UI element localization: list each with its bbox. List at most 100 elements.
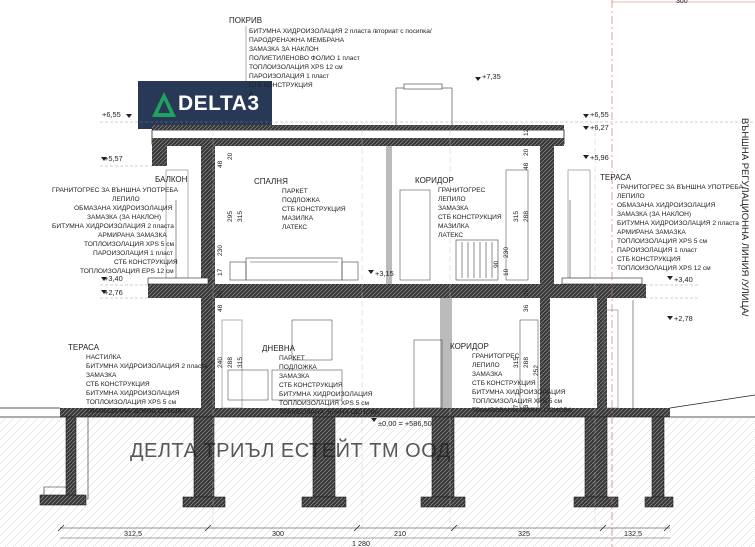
level-top: +7,35 [482,72,501,81]
lower-walls [201,298,607,408]
room-layer: СТБ КОНСТРУКЦИЯ [617,256,681,263]
level-mid-315: +3,15 [375,269,394,278]
vdim: 288 [523,211,530,222]
room-layer: ПАРКЕТ [279,355,305,362]
room-title: ДНЕВНА [262,344,296,353]
bedroom-label: СПАЛНЯ ПАРКЕТ ПОДЛОЖКА СТБ КОНСТРУКЦИЯ М… [254,177,346,231]
room-layer: ТОПЛОИЗОЛАЦИЯ XPS 5 см [617,238,708,245]
level-left-655: +6,55 [102,110,121,119]
room-layer: ТОПЛОИЗОЛАЦИЯ EPS 12 см [80,268,174,275]
dim-3: 210 [394,529,406,538]
radiator [455,239,499,281]
vdim: 315 [513,357,520,368]
room-layer: ТОПЛОИЗОЛАЦИЯ XPS 12 см [617,265,711,272]
living-furniture [227,319,539,409]
vdim: 20 [523,148,530,156]
roof-layer: ПАРОИЗОЛАЦИЯ 1 пласт [249,73,329,80]
room-layer: СТБ КОНСТРУКЦИЯ [472,380,536,387]
vdim: 288 [523,357,530,368]
level-right-340: +3,40 [674,275,693,284]
vdim: 315 [237,211,244,222]
room-layer: ЗАМАЗКА (ЗА НАКЛОН) [617,211,691,218]
room-layer: БИТУМНА ХИДРОИЗОЛАЦИЯ 2 пласта [86,363,208,370]
dim-total: 1 280 [352,539,370,547]
axis-lines [212,130,596,530]
room-layer: ТРАМБОВАНА ЗЕМНА ОСНОВА [279,409,380,416]
vdim: 288 [227,357,234,368]
vdim: 20 [227,152,234,160]
roof-label: ПОКРИВ БИТУМНА ХИДРОИЗОЛАЦИЯ 2 пласта /в… [229,16,432,128]
room-layer: НАСТИЛКА [86,354,121,361]
terrace-right-label: ТЕРАСА ГРАНИТОГРЕС ЗА ВЪНШНА УПОТРЕБА ЛЕ… [600,173,744,272]
room-layer: ОБМАЗАНА ХИДРОИЗОЛАЦИЯ [617,202,716,209]
bottom-dimension: 312,5 300 210 325 132,5 1 280 [57,524,671,547]
door-upper [399,169,529,281]
roof-layer: ПОЛИЕТИЛЕНОВО ФОЛИО 1 пласт [249,55,360,62]
room-title: ТЕРАСА [68,343,100,352]
room-layer: ЗАМАЗКА (ЗА НАКЛОН) [87,214,161,221]
roof-slab [151,83,565,146]
vdim: 48 [217,304,224,312]
level-left-340: +3,40 [104,274,123,283]
roof-title: ПОКРИВ [229,16,262,25]
room-layer: ТОПЛОИЗОЛАЦИЯ XPS 5 см [84,241,175,248]
room-layer: ГРАНИТОГРЕС [438,187,486,194]
room-layer: СТБ КОНСТРУКЦИЯ [282,206,346,213]
vdim: 10 [503,268,510,276]
level-left-557: +5,57 [104,154,123,163]
room-title: БАЛКОН [155,175,188,184]
roof-layer: СТБ КОНСТРУКЦИЯ [249,82,313,89]
room-layer: ОБМАЗАНА ХИДРОИЗОЛАЦИЯ [74,205,173,212]
roof-layer: ТОПЛОИЗОЛАЦИЯ XPS 12 см [249,64,343,71]
room-layer: ТОПЛОИЗОЛАЦИЯ XPS 5 см [279,400,370,407]
watermark: ДЕЛТА ТРИЪЛ ЕСТЕЙТ ТМ ООД [130,438,451,462]
vdim: 315 [513,211,520,222]
room-layer: БИТУМНА ХИДРОИЗОЛАЦИЯ 2 пласта [617,220,739,227]
room-layer: ЛЕПИЛО [438,196,466,203]
vdim: 17 [217,268,224,276]
corridor-lower-label: КОРИДОР ГРАНИТОГРЕС ЛЕПИЛО ЗАМАЗКА СТБ К… [450,342,573,414]
room-layer: МАЗИЛКА [438,223,470,230]
vdim: 240 [217,357,224,368]
room-layer: АРМИРАНА ЗАМАЗКА [617,229,686,236]
room-title: ТЕРАСА [600,173,632,182]
upper-walls [152,144,554,284]
vdim: 17 [513,404,520,412]
roof-layer: ЗАМАЗКА ЗА НАКЛОН [249,46,319,53]
level-right-655: +6,55 [590,110,609,119]
vdim: 48 [523,162,530,170]
room-layer: АРМИРАНА ЗАМАЗКА [98,232,167,239]
vdim: 295 [227,211,234,222]
room-layer: МАЗИЛКА [282,215,314,222]
window-frames [165,169,619,409]
room-layer: ТРАМБОВАНА ЗЕМНА ОСНОВА [86,408,187,415]
room-layer: ПОДЛОЖКА [279,364,317,371]
room-title: СПАЛНЯ [254,177,288,186]
room-layer: ГРАНИТОГРЕС [472,353,520,360]
level-right-278: +2,78 [674,314,693,323]
room-layer: ЗАМАЗКА [279,373,310,380]
room-layer: БИТУМНА ХИДРОИЗОЛАЦИЯ 2 пласта [52,223,174,230]
roof-layer: БИТУМНА ХИДРОИЗОЛАЦИЯ 2 пласта /вториат … [249,28,432,35]
level-markers: +7,35 +6,55 +6,55 +6,27 +5,96 +5,57 +3,4… [101,72,693,428]
dim-5: 132,5 [624,529,642,538]
room-layer: ЛАТЕКС [438,232,463,239]
dim-1: 312,5 [124,529,142,538]
room-layer: ГРАНИТОГРЕС ЗА ВЪНШНА УПОТРЕБА [617,184,744,191]
dim-4: 325 [518,529,530,538]
room-layer: СТБ КОНСТРУКЦИЯ [438,214,502,221]
room-layer: ПАРОИЗОЛАЦИЯ 1 пласт [617,247,697,254]
vdim: 36 [523,304,530,312]
vdim: 12 [523,128,530,136]
vdim: 315 [237,357,244,368]
bedroom-bed [229,257,359,281]
vdim: 20 [217,290,224,298]
room-title: КОРИДОР [415,176,454,185]
vdim: 230 [217,245,224,256]
vdim: 230 [503,247,510,258]
room-layer: ЗАМАЗКА [438,205,469,212]
room-layer: БИТУМНА ХИДРОИЗОЛАЦИЯ [472,389,566,396]
logo-text: DELTA3 [178,92,260,115]
